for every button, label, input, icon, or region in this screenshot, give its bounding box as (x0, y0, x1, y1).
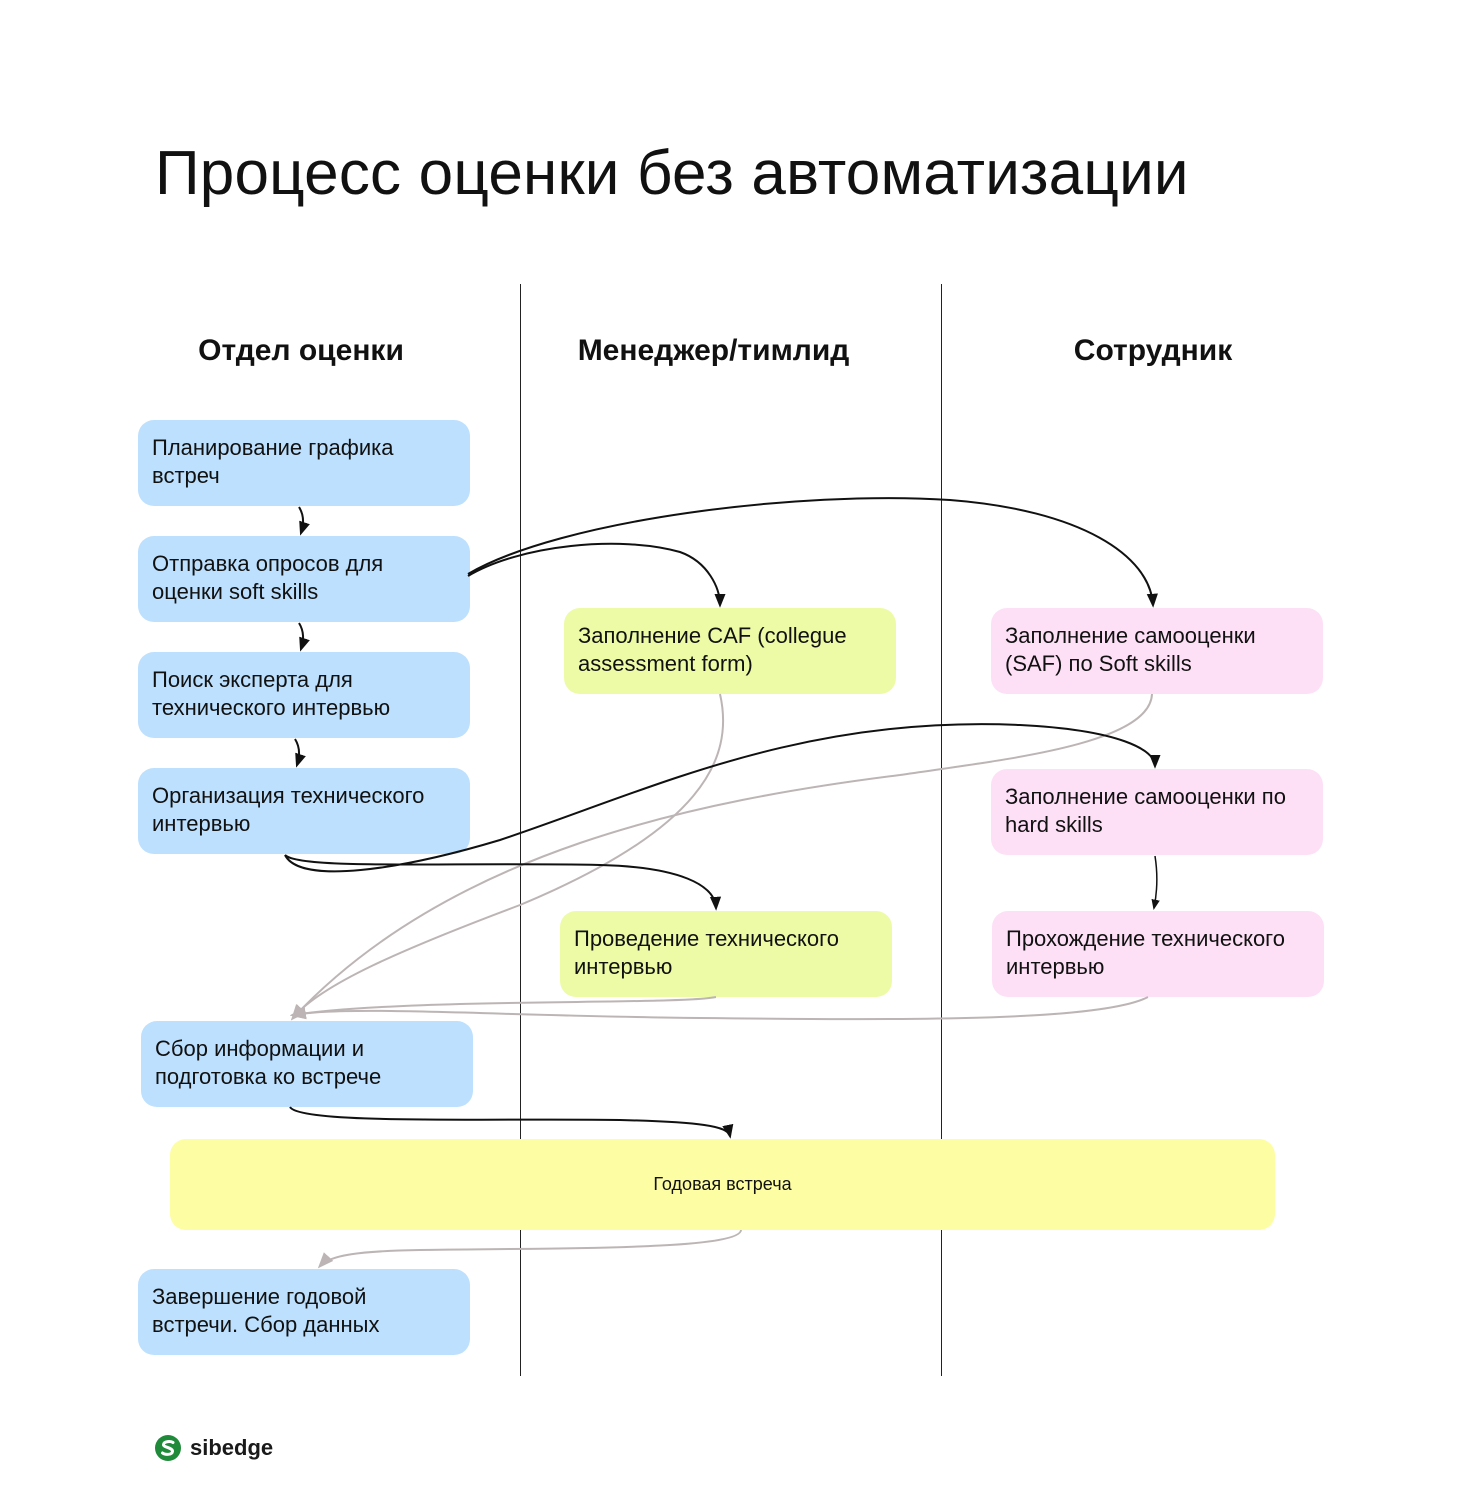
arrow-collect-to-meeting (289, 1106, 734, 1139)
lane-divider-left (520, 284, 521, 1376)
arrow-pass-to-collect (289, 996, 1149, 1021)
step-collect-info[interactable]: Сбор информации и подготовка ко встрече (141, 1021, 473, 1107)
lane-title-employee: Сотрудник (1073, 334, 1233, 367)
annual-meeting-label: Годовая встреча (653, 1174, 792, 1194)
arrow-caf-to-collect (290, 693, 724, 1021)
page-title: Процесс оценки без автоматизации (155, 139, 1189, 208)
arrow-organize-to-conduct (284, 854, 722, 911)
logo-text: sibedge (190, 1435, 274, 1460)
lane-title-assessment: Отдел оценки (198, 334, 404, 367)
step-self-saf[interactable]: Заполнение самооценки (SAF) по Soft skil… (991, 608, 1323, 694)
arrow-saf-to-collect (290, 693, 1153, 1021)
step-planning[interactable]: Планирование графика встреч (138, 420, 470, 506)
sibedge-logo-icon (155, 1435, 181, 1461)
arrow-find-to-organize (294, 738, 306, 768)
step-fill-caf[interactable]: Заполнение CAF (collegue assessment form… (564, 608, 896, 694)
arrow-planning-to-surveys (298, 506, 310, 536)
arrow-surveys-to-caf (467, 542, 726, 608)
arrow-organize-to-hard (284, 723, 1161, 873)
step-finish-meeting[interactable]: Завершение годовой встречи. Сбор данных (138, 1269, 470, 1355)
lane-divider-right (941, 284, 942, 1376)
lane-title-manager: Менеджер/тимлид (577, 334, 850, 367)
step-organize-interview[interactable]: Организация технического интервью (138, 768, 470, 854)
step-send-surveys[interactable]: Отправка опросов для оценки soft skills (138, 536, 470, 622)
arrow-meeting-to-finish (317, 1229, 742, 1269)
step-annual-meeting[interactable]: Годовая встреча (170, 1139, 1275, 1230)
step-find-expert[interactable]: Поиск эксперта для технического интервью (138, 652, 470, 738)
arrow-conduct-to-collect (289, 996, 717, 1020)
step-conduct-interview[interactable]: Проведение технического интервью (560, 911, 892, 997)
arrow-surveys-to-find (298, 622, 310, 652)
step-self-hard[interactable]: Заполнение самооценки по hard skills (991, 769, 1323, 855)
sibedge-logo: sibedge (154, 1434, 273, 1462)
arrow-hard-to-pass (1151, 855, 1160, 911)
arrow-surveys-to-saf (467, 497, 1158, 608)
step-pass-interview[interactable]: Прохождение технического интервью (992, 911, 1324, 997)
